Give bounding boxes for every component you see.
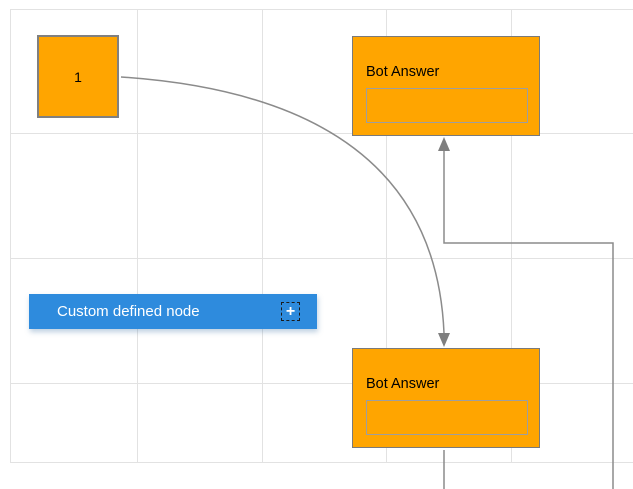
custom-defined-node[interactable]: Custom defined node +: [29, 294, 317, 329]
custom-node-label: Custom defined node: [57, 303, 200, 320]
grid-line-vertical: [137, 10, 138, 462]
grid-line-horizontal: [11, 133, 633, 134]
grid-line-vertical: [262, 10, 263, 462]
grid-line-vertical: [511, 10, 512, 462]
grid-line-vertical: [386, 10, 387, 462]
bot-answer-node-top[interactable]: Bot Answer: [352, 36, 540, 136]
bot-answer-input[interactable]: [366, 400, 528, 435]
plus-icon[interactable]: +: [281, 302, 300, 321]
diagram-canvas[interactable]: [10, 9, 633, 463]
bot-answer-title: Bot Answer: [366, 376, 440, 392]
connector-arrowhead-up: [438, 137, 450, 151]
bot-answer-input[interactable]: [366, 88, 528, 123]
orthogonal-connector[interactable]: [443, 151, 614, 489]
grid-line-horizontal: [11, 383, 633, 384]
node-1-label: 1: [74, 68, 82, 85]
grid-line-horizontal: [11, 258, 633, 259]
connector-arrowhead-down: [438, 333, 450, 347]
plus-icon-glyph: +: [285, 303, 296, 320]
curve-connector[interactable]: [120, 76, 445, 334]
bot-answer-node-bottom[interactable]: Bot Answer: [352, 348, 540, 448]
node-1[interactable]: 1: [37, 35, 119, 118]
bot-answer-title: Bot Answer: [366, 64, 440, 80]
